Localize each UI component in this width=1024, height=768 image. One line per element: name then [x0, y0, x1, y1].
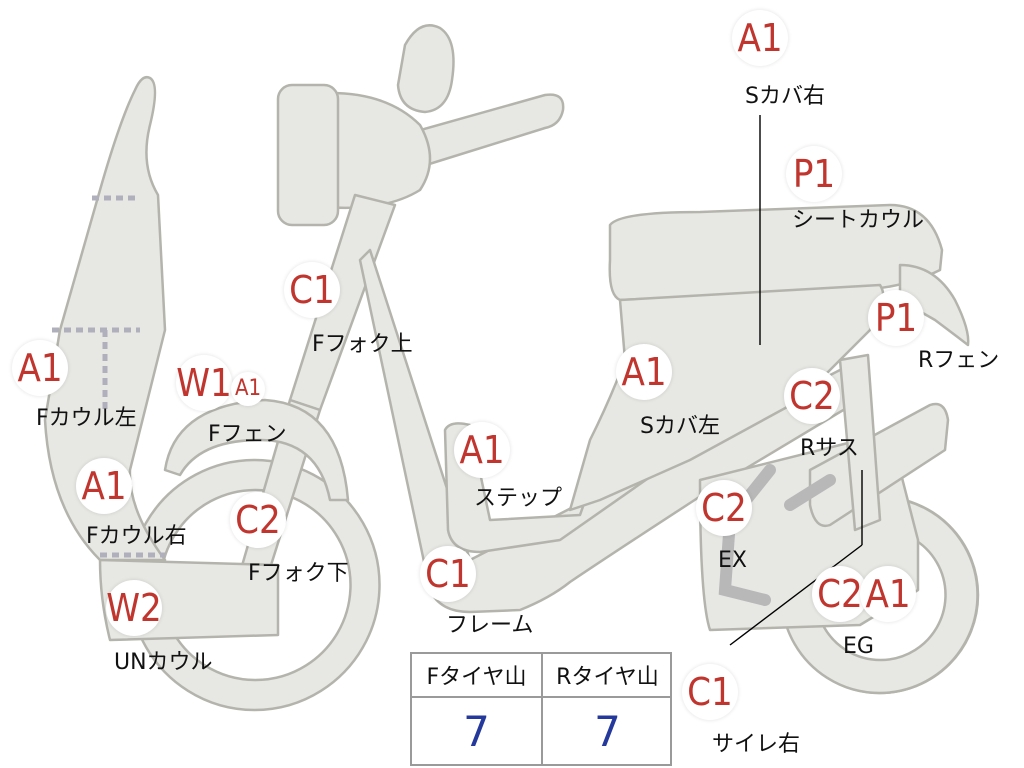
badge-r-sus: C2 — [784, 368, 840, 424]
label-un-cowl: UNカウル — [114, 650, 213, 675]
badge-f-fork-lower: C2 — [230, 492, 286, 548]
label-ex: EX — [718, 548, 747, 573]
front-wheel — [128, 458, 381, 712]
badge-step: A1 — [454, 422, 510, 478]
badge-seat-cowl: P1 — [786, 146, 842, 202]
r-sus-part — [838, 353, 882, 532]
tire-header-rear: Rタイヤ山 — [543, 654, 672, 698]
label-r-sus: Rサス — [800, 436, 859, 461]
label-s-cover-left: Sカバ左 — [640, 414, 720, 439]
label-f-fork-lower: Fフォク下 — [248, 561, 349, 586]
tire-table-divider — [541, 654, 543, 764]
label-f-cowl-left: Fカウル左 — [36, 406, 137, 431]
label-r-fender: Rフェン — [918, 348, 1000, 373]
badge-frame: C1 — [420, 546, 476, 602]
badge-s-cover-left: A1 — [616, 344, 672, 400]
badge-f-cowl-right: A1 — [76, 458, 132, 514]
label-frame: フレーム — [446, 613, 534, 638]
badge-eg-a: A1 — [860, 566, 916, 622]
headlight-part — [396, 24, 455, 114]
label-eg: EG — [843, 634, 874, 659]
f-fender-part — [163, 398, 350, 502]
badge-f-fork-upper: C1 — [284, 262, 340, 318]
badge-muffler-right: C1 — [682, 664, 738, 720]
badge-eg-c: C2 — [812, 566, 868, 622]
badge-f-cowl-left: A1 — [12, 340, 68, 396]
badge-f-fender-w: W1 — [176, 355, 232, 411]
ex-pipe-part — [718, 464, 776, 606]
tire-value-front: 7 — [463, 706, 490, 756]
leader-line — [729, 544, 863, 646]
label-f-fork-upper: Fフォク上 — [312, 332, 413, 357]
tire-tread-table: Fタイヤ山 Rタイヤ山 7 7 — [410, 652, 672, 766]
label-seat-cowl: シートカウル — [792, 208, 925, 233]
label-f-fender: Fフェン — [208, 422, 287, 447]
label-f-cowl-right: Fカウル右 — [86, 524, 187, 549]
ex-pipe-part — [784, 474, 836, 511]
badge-ex: C2 — [696, 480, 752, 536]
badge-r-fender: P1 — [868, 290, 924, 346]
badge-s-cover-right: A1 — [732, 10, 788, 66]
muffler-part — [808, 402, 950, 528]
label-muffler-right: サイレ右 — [712, 732, 801, 757]
label-s-cover-right: Sカバ右 — [745, 84, 825, 109]
r-fender-part — [898, 263, 970, 347]
label-step: ステップ — [474, 486, 563, 511]
tire-header-front: Fタイヤ山 — [412, 654, 541, 698]
badge-un-cowl: W2 — [106, 580, 162, 636]
grip-part — [276, 83, 340, 227]
seat-part — [608, 203, 944, 302]
badge-f-fender-a: A1 — [231, 372, 265, 406]
tire-value-rear: 7 — [594, 706, 621, 756]
f-cowl-seam — [52, 327, 140, 410]
